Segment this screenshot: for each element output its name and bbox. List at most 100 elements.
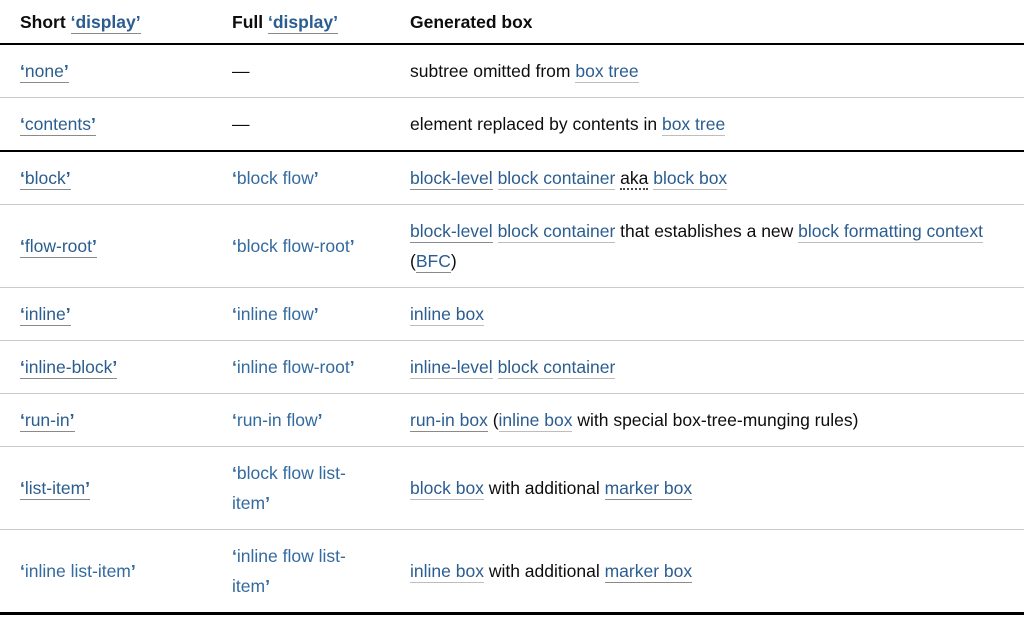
- open-quote: ‘: [20, 114, 25, 134]
- close-quote: ’: [85, 478, 91, 498]
- open-quote: ‘: [232, 168, 237, 188]
- link-inline[interactable]: ‘inline’: [20, 304, 71, 326]
- link-bfc[interactable]: BFC: [415, 251, 451, 273]
- text-segment: —: [232, 114, 250, 134]
- open-quote: ‘: [232, 357, 237, 377]
- cell-row2-col0: ‘block’: [0, 151, 230, 205]
- open-quote: ‘: [232, 304, 237, 324]
- close-quote: ’: [91, 236, 97, 256]
- value-text: inline list-item: [24, 561, 131, 581]
- link-box-tree[interactable]: box tree: [575, 61, 639, 83]
- value-text: list-item: [24, 478, 86, 498]
- link-run-in[interactable]: ‘run-in’: [20, 410, 75, 432]
- cell-row7-col0: ‘list-item’: [0, 447, 230, 530]
- link-contents[interactable]: ‘contents’: [20, 114, 96, 136]
- open-quote: ‘: [20, 304, 25, 324]
- cell-row4-col1: ‘inline flow’: [230, 288, 408, 341]
- table-row: ‘none’—subtree omitted from box tree: [0, 44, 1024, 98]
- text-segment: ): [450, 251, 457, 271]
- text-segment: with additional: [483, 478, 605, 498]
- css-value-block-flow-root: ‘block flow-root’: [232, 236, 355, 256]
- link-inline-box[interactable]: inline box: [410, 304, 484, 326]
- value-text: inline-block: [24, 357, 113, 377]
- open-quote: ‘: [232, 410, 237, 430]
- close-quote: ’: [112, 357, 118, 377]
- value-text: block: [24, 168, 66, 188]
- text-segment: [493, 168, 498, 188]
- cell-row5-col0: ‘inline-block’: [0, 341, 230, 394]
- css-value-inline-flow-list-item: ‘inline flow list-item’: [232, 546, 346, 596]
- cell-row6-col1: ‘run-in flow’: [230, 394, 408, 447]
- text-segment: element replaced by contents in: [410, 114, 662, 134]
- link-block-container[interactable]: block container: [497, 357, 616, 379]
- cell-row1-col1: —: [230, 98, 408, 152]
- css-value-block-flow-list-item: ‘block flow list-item’: [232, 463, 346, 513]
- text-segment: with additional: [483, 561, 605, 581]
- value-text: display: [75, 12, 136, 32]
- text-segment: that establishes a new: [615, 221, 799, 241]
- open-quote: ‘: [20, 357, 25, 377]
- link-box-tree[interactable]: box tree: [661, 114, 726, 136]
- link-block-level[interactable]: block-level: [410, 168, 493, 190]
- link-inline-level[interactable]: inline-level: [410, 357, 493, 379]
- link-marker-box[interactable]: marker box: [604, 478, 693, 500]
- link-block[interactable]: ‘block’: [20, 168, 71, 190]
- close-quote: ’: [313, 168, 319, 188]
- link-block-level[interactable]: block-level: [410, 221, 493, 243]
- link-none[interactable]: ‘none’: [20, 61, 69, 83]
- table-header: Short ‘display’Full ‘display’Generated b…: [0, 0, 1024, 44]
- link-display[interactable]: ‘display’: [267, 12, 339, 34]
- cell-row3-col1: ‘block flow-root’: [230, 205, 408, 288]
- link-flow-root[interactable]: ‘flow-root’: [20, 236, 97, 258]
- text-segment: with special box-tree-munging rules): [572, 410, 859, 430]
- cell-row4-col2: inline box: [408, 288, 1024, 341]
- cell-row0-col0: ‘none’: [0, 44, 230, 98]
- link-inline-box[interactable]: inline box: [498, 410, 573, 432]
- text-segment: Full: [232, 12, 268, 32]
- cell-row3-col2: block-level block container that establi…: [408, 205, 1024, 288]
- close-quote: ’: [69, 410, 75, 430]
- close-quote: ’: [265, 493, 270, 513]
- text-segment: (: [487, 410, 499, 430]
- value-text: display: [272, 12, 334, 32]
- value-text: inline flow list-item: [232, 546, 346, 596]
- cell-row8-col2: inline box with additional marker box: [408, 530, 1024, 614]
- close-quote: ’: [135, 12, 141, 32]
- header-cell-0: Short ‘display’: [0, 0, 230, 44]
- close-quote: ’: [130, 561, 136, 581]
- css-value-block-flow: ‘block flow’: [232, 168, 319, 188]
- cell-row2-col2: block-level block container aka block bo…: [408, 151, 1024, 205]
- link-run-in-box[interactable]: run-in box: [410, 410, 488, 432]
- text-segment: [493, 357, 498, 377]
- close-quote: ’: [65, 304, 71, 324]
- link-block-container[interactable]: block container: [497, 221, 616, 243]
- css-value-inline-list-item: ‘inline list-item’: [20, 561, 136, 581]
- close-quote: ’: [317, 410, 323, 430]
- link-block-formatting-context[interactable]: block formatting context: [798, 221, 983, 243]
- link-block-container[interactable]: block container: [497, 168, 616, 190]
- cell-row1-col2: element replaced by contents in box tree: [408, 98, 1024, 152]
- cell-row6-col2: run-in box (inline box with special box-…: [408, 394, 1024, 447]
- value-text: inline flow: [236, 304, 314, 324]
- cell-row4-col0: ‘inline’: [0, 288, 230, 341]
- link-list-item[interactable]: ‘list-item’: [20, 478, 91, 500]
- cell-row8-col1: ‘inline flow list-item’: [230, 530, 408, 614]
- text-segment: [493, 221, 498, 241]
- table-row: ‘inline-block’‘inline flow-root’inline-l…: [0, 341, 1024, 394]
- link-block-box[interactable]: block box: [653, 168, 728, 190]
- link-inline-block[interactable]: ‘inline-block’: [20, 357, 118, 379]
- close-quote: ’: [349, 236, 355, 256]
- value-text: none: [24, 61, 64, 81]
- link-display[interactable]: ‘display’: [70, 12, 141, 34]
- link-marker-box[interactable]: marker box: [604, 561, 693, 583]
- value-text: block flow: [236, 168, 314, 188]
- text-segment: subtree omitted from: [410, 61, 576, 81]
- close-quote: ’: [349, 357, 355, 377]
- open-quote: ‘: [20, 478, 25, 498]
- link-inline-box[interactable]: inline box: [410, 561, 484, 583]
- cell-row1-col0: ‘contents’: [0, 98, 230, 152]
- cell-row5-col2: inline-level block container: [408, 341, 1024, 394]
- value-text: inline flow-root: [236, 357, 350, 377]
- link-block-box[interactable]: block box: [410, 478, 484, 500]
- open-quote: ‘: [20, 410, 25, 430]
